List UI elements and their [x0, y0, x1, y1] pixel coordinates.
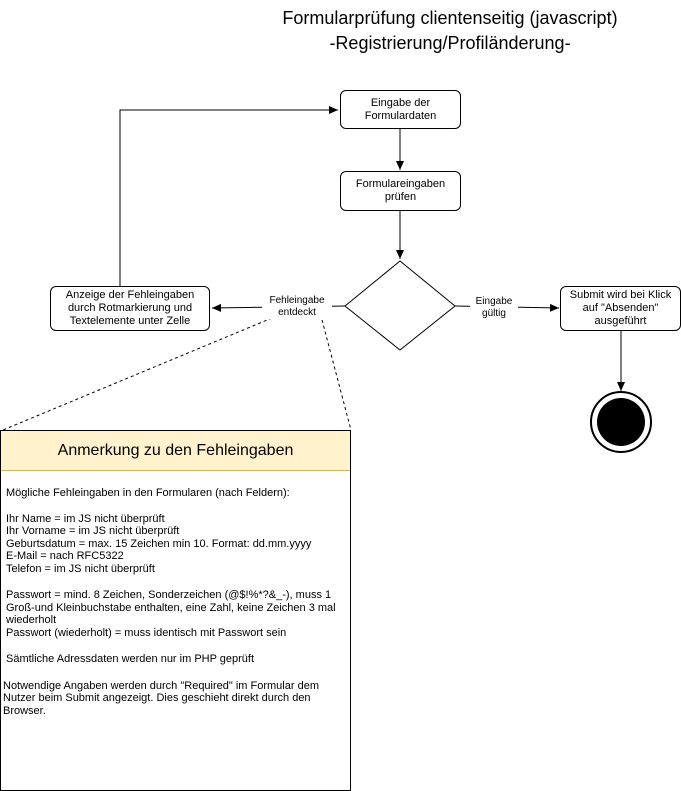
note-field-phone: Telefon = im JS nicht überprüft [6, 562, 155, 575]
node-input: Eingabe der Formulardaten [340, 90, 461, 129]
end-node-inner [597, 398, 645, 446]
note-box: Anmerkung zu den Fehleingaben Mögliche F… [0, 430, 351, 791]
decision-diamond [344, 260, 456, 351]
label-valid: Eingabe gültig [470, 296, 518, 320]
edge-error-back-to-input [119, 106, 338, 286]
note-field-list: Ihr Name = im JS nicht überprüft Ihr Vor… [1, 513, 350, 576]
note-password-repeat: Passwort (wiederholt) = muss identisch m… [6, 626, 287, 639]
note-intro: Mögliche Fehleingaben in den Formularen … [6, 487, 290, 499]
diagram-title-line2: -Registrierung/Profiländerung- [329, 33, 571, 53]
note-field-firstname: Ihr Vorname = im JS nicht überprüft [6, 525, 180, 537]
label-error-found: Fehleingabe entdeckt [262, 295, 332, 319]
note-body: Mögliche Fehleingaben in den Formularen … [1, 487, 350, 717]
note-field-email: E-Mail = nach RFC5322 [6, 550, 124, 562]
node-check: Formulareingaben prüfen [340, 171, 461, 211]
note-field-birthdate: Geburtsdatum = max. 15 Zeichen min 10. F… [6, 537, 312, 550]
node-error-display: Anzeige der Fehleingaben durch Rotmarkie… [50, 286, 210, 331]
note-address: Sämtliche Adressdaten werden nur im PHP … [6, 653, 255, 665]
diagram-title-line1: Formularprüfung clientenseitig (javascri… [282, 8, 618, 28]
node-submit: Submit wird bei Klick auf "Absenden" aus… [560, 286, 681, 331]
note-password: Passwort = mind. 8 Zeichen, Sonderzeiche… [6, 589, 339, 626]
note-required: Notwendige Angaben werden durch "Require… [3, 679, 323, 717]
note-field-name: Ihr Name = im JS nicht überprüft [6, 512, 165, 525]
note-link-left [2, 317, 273, 431]
note-heading: Anmerkung zu den Fehleingaben [1, 431, 350, 471]
note-link-right [321, 319, 352, 431]
